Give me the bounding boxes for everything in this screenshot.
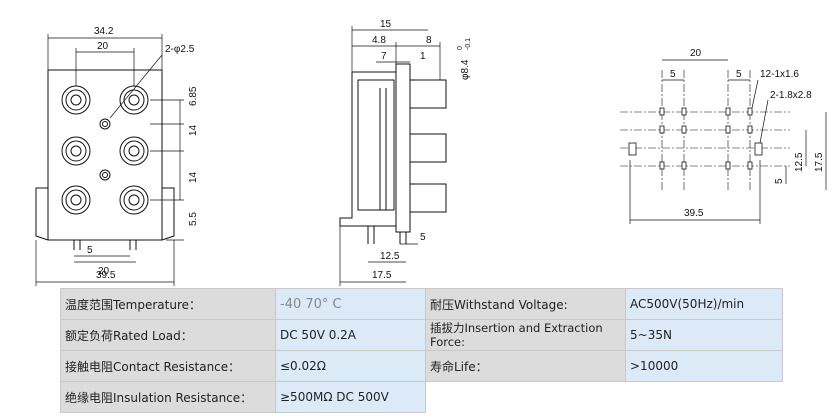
- dim-pcb-width: 39.5: [684, 208, 704, 219]
- spec-label: 寿命Life：: [425, 350, 626, 382]
- spec-label: 接触电阻Contact Resistance：: [60, 350, 276, 382]
- rca-jack-3: [61, 136, 91, 166]
- rca-jack-4: [119, 136, 149, 166]
- side-view: 15 4.8 8 7 1 φ8.4 0 -0.1 5 12.5 17.5: [339, 19, 472, 286]
- dim-side-d: 1: [420, 51, 426, 62]
- dim-side-total: 15: [380, 19, 392, 30]
- spec-value: ≤0.02Ω: [275, 350, 426, 382]
- dim-side-tol-down: -0.1: [465, 38, 472, 50]
- dim-side-tol-up: 0: [457, 46, 464, 50]
- spec-label: 插拔力Insertion and Extraction Force:: [425, 319, 626, 351]
- dim-side-pin: 5: [420, 232, 426, 243]
- dim-pcb-v2: 12.5: [794, 152, 805, 172]
- spec-value: AC500V(50Hz)/min: [625, 288, 783, 320]
- dim-side-b: 8: [426, 35, 432, 46]
- spec-empty: [425, 381, 626, 413]
- dim-pcb-span: 20: [690, 48, 702, 59]
- dim-pin-pitch: 5: [87, 245, 93, 256]
- rca-jack-2: [119, 85, 149, 115]
- technical-drawing: 34.2 20 2-φ2.5 6.85 14 14 5.5 5 20 39.5: [35, 19, 827, 286]
- dim-side-c: 7: [381, 51, 387, 62]
- dim-pcb-holes-a: 12-1x1.6: [760, 69, 799, 80]
- dim-side-base: 17.5: [372, 270, 392, 281]
- spec-value: -40 70° C: [275, 288, 426, 320]
- spec-value: 5~35N: [625, 319, 783, 351]
- rca-jack-1: [61, 85, 91, 115]
- dim-pcb-pitch-left: 5: [670, 69, 676, 80]
- dim-side-a: 4.8: [372, 35, 386, 46]
- spec-value: ≥500MΩ DC 500V: [275, 381, 426, 413]
- spec-value: >10000: [625, 350, 783, 382]
- spec-label: 额定负荷Rated Load：: [60, 319, 276, 351]
- spec-row: 绝缘电阻Insulation Resistance： ≥500MΩ DC 500…: [60, 381, 783, 413]
- dim-pcb-v3: 17.5: [814, 152, 825, 172]
- spec-table: 温度范围Temperature： -40 70° C 耐压Withstand V…: [60, 288, 783, 413]
- dim-pcb-holes-b: 2-1.8x2.8: [770, 90, 812, 101]
- spec-row: 温度范围Temperature： -40 70° C 耐压Withstand V…: [60, 288, 783, 320]
- spec-label: 绝缘电阻Insulation Resistance：: [60, 381, 276, 413]
- spec-row: 接触电阻Contact Resistance： ≤0.02Ω 寿命Life： >…: [60, 350, 783, 382]
- dim-pitch-top: 6.85: [188, 86, 199, 106]
- rca-jack-6: [119, 185, 149, 215]
- spec-label: 温度范围Temperature：: [60, 288, 276, 320]
- dim-pitch-low: 14: [188, 171, 199, 183]
- dim-jack-span: 20: [97, 41, 109, 52]
- spec-empty: [625, 381, 783, 413]
- dim-width-bottom: 39.5: [96, 270, 116, 281]
- spec-value: DC 50V 0.2A: [275, 319, 426, 351]
- dim-pcb-v1: 5: [774, 178, 785, 184]
- dim-pitch-mid: 14: [188, 124, 199, 136]
- dim-hole: 2-φ2.5: [165, 44, 195, 55]
- pcb-layout: 20 5 5 12-1x1.6 2-1.8x2.8 5 12.5 17.5 39…: [620, 48, 827, 224]
- dim-pcb-pitch-right: 5: [736, 69, 742, 80]
- rca-jack-5: [61, 185, 91, 215]
- spec-row: 额定负荷Rated Load： DC 50V 0.2A 插拔力Insertion…: [60, 319, 783, 351]
- dim-width-top: 34.2: [94, 26, 114, 37]
- spec-label: 耐压Withstand Voltage:: [425, 288, 626, 320]
- front-view: 34.2 20 2-φ2.5 6.85 14 14 5.5 5 20 39.5: [35, 26, 199, 286]
- dim-side-dia: φ8.4: [460, 59, 471, 80]
- dim-side-pin-span: 12.5: [380, 251, 400, 262]
- dim-pin-height: 5.5: [188, 212, 199, 226]
- dim-pin-span: 20: [98, 266, 110, 277]
